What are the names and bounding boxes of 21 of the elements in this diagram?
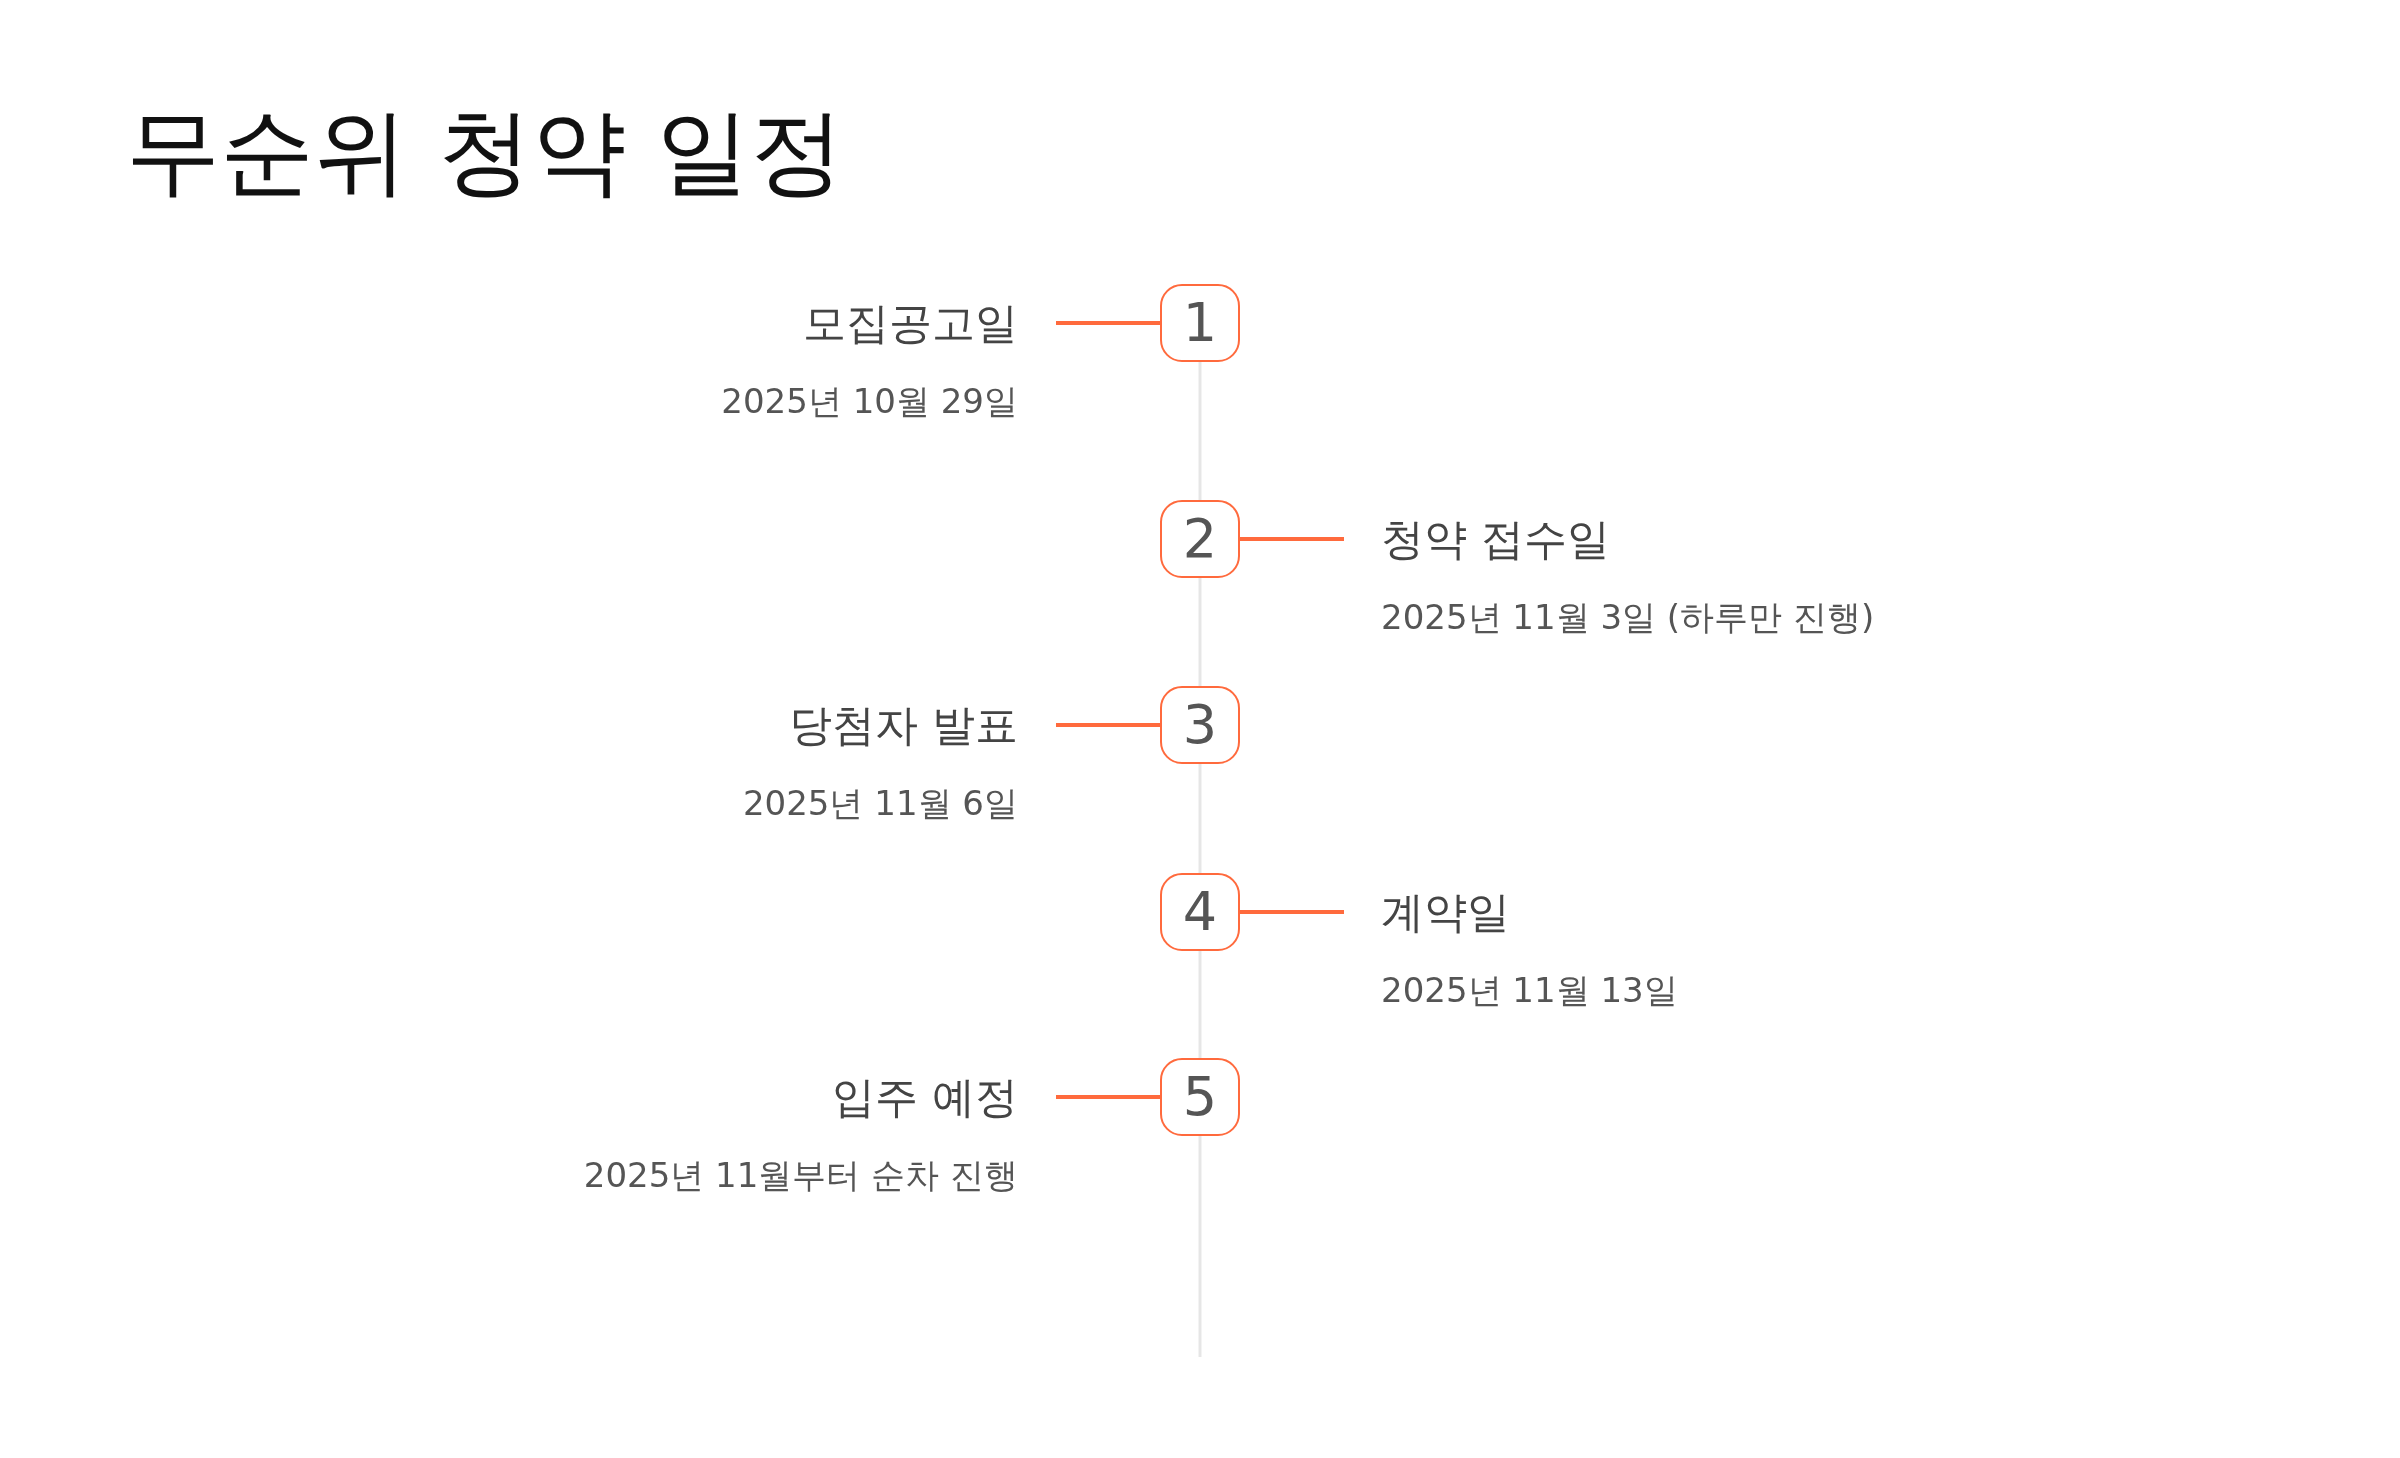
step-title: 당첨자 발표 [789, 699, 1018, 751]
step-title: 모집공고일 [803, 297, 1018, 349]
step-date: 2025년 11월 6일 [742, 783, 1018, 824]
connector-line [1056, 723, 1160, 727]
step-date: 2025년 11월 3일 (하루만 진행) [1381, 597, 1875, 638]
step-date: 2025년 11월부터 순차 진행 [583, 1155, 1018, 1196]
step-title: 계약일 [1381, 886, 1510, 938]
connector-line [1240, 537, 1344, 541]
step-title: 청약 접수일 [1381, 513, 1610, 565]
connector-line [1240, 910, 1344, 914]
step-date: 2025년 10월 29일 [721, 381, 1018, 422]
step-title: 입주 예정 [832, 1071, 1018, 1123]
step-number-box: 4 [1160, 873, 1240, 951]
step-date: 2025년 11월 13일 [1381, 970, 1678, 1011]
step-number-box: 2 [1160, 500, 1240, 578]
connector-line [1056, 1095, 1160, 1099]
step-number-box: 1 [1160, 284, 1240, 362]
connector-line [1056, 321, 1160, 325]
step-number-box: 3 [1160, 686, 1240, 764]
title: 무순위 청약 일정 [126, 96, 844, 208]
step-number-box: 5 [1160, 1058, 1240, 1136]
